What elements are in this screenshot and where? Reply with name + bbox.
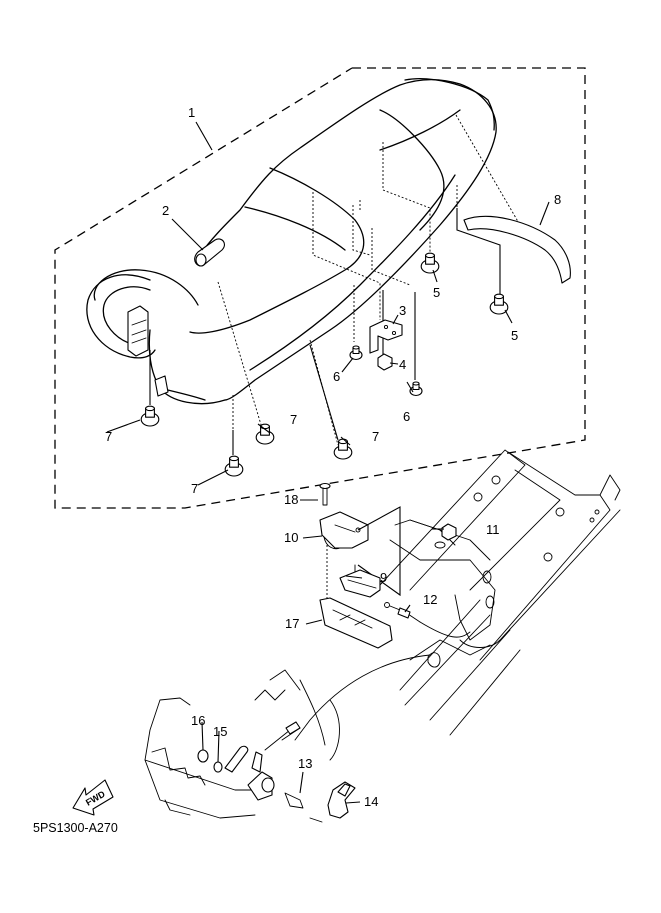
screw[interactable] — [319, 482, 331, 506]
callout-16: 16 — [191, 713, 205, 728]
lever[interactable] — [309, 781, 356, 823]
damper-5a[interactable] — [420, 252, 440, 274]
callout-leaders — [106, 121, 550, 804]
callout-2: 2 — [162, 203, 169, 218]
callout-1: 1 — [188, 105, 195, 120]
callout-17: 17 — [285, 616, 299, 631]
callout-6b: 6 — [403, 409, 410, 424]
callout-15: 15 — [213, 724, 227, 739]
callout-5a: 5 — [433, 285, 440, 300]
callout-7a: 7 — [105, 429, 112, 444]
forward-arrow: FWD — [72, 779, 114, 816]
callout-labels: 1 2 3 4 5 5 6 6 7 7 7 7 7 8 9 10 11 12 1… — [105, 105, 561, 809]
callout-10: 10 — [284, 530, 298, 545]
callout-9: 9 — [380, 570, 387, 585]
rear-frame — [379, 449, 621, 736]
grab-strap[interactable] — [463, 215, 571, 284]
callout-5b: 5 — [511, 328, 518, 343]
lock-plate[interactable] — [319, 511, 369, 550]
callout-7c: 7 — [372, 429, 379, 444]
seat[interactable] — [86, 78, 497, 405]
damper-6a[interactable] — [349, 345, 363, 361]
bracket-nut[interactable] — [377, 353, 393, 371]
callout-12: 12 — [423, 592, 437, 607]
mounting-leaders — [149, 208, 501, 455]
bracket[interactable] — [369, 319, 403, 354]
callout-18: 18 — [284, 492, 298, 507]
callout-13: 13 — [298, 756, 312, 771]
callout-6a: 6 — [333, 369, 340, 384]
damper-6b[interactable] — [409, 381, 423, 397]
lock-nut[interactable] — [197, 749, 209, 763]
lock-cylinder[interactable] — [247, 721, 304, 809]
callout-7b: 7 — [290, 412, 297, 427]
callout-4: 4 — [399, 357, 406, 372]
cover[interactable] — [319, 597, 393, 649]
damper-7b[interactable] — [255, 423, 275, 445]
callout-14: 14 — [364, 794, 378, 809]
callout-7d: 7 — [191, 481, 198, 496]
washer-arm[interactable] — [213, 745, 249, 773]
mounting-guides — [217, 114, 521, 455]
frame-nut[interactable] — [441, 523, 457, 541]
damper-7a[interactable] — [140, 405, 160, 427]
damper-7d[interactable] — [224, 455, 244, 477]
lower-housing — [144, 669, 340, 819]
seat-lock[interactable] — [339, 564, 381, 598]
callout-3: 3 — [399, 303, 406, 318]
callout-8: 8 — [554, 192, 561, 207]
drawing-code: 5PS1300-A270 — [33, 821, 118, 835]
damper-5b[interactable] — [489, 293, 509, 315]
seat-strap[interactable] — [194, 238, 225, 267]
callout-11: 11 — [486, 522, 500, 537]
seat-assembly-boundary — [54, 67, 586, 509]
